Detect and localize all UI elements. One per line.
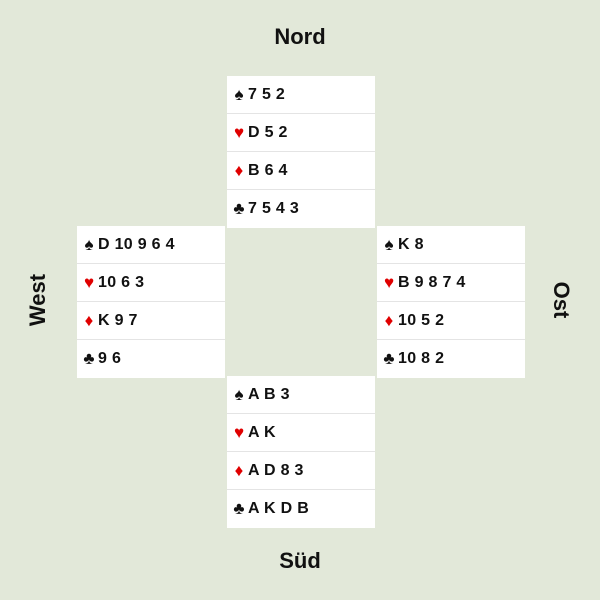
diamond-icon: ♦: [234, 160, 244, 180]
north-hearts-cards: D 5 2: [248, 123, 288, 141]
east-spades-row: ♠ K 8: [377, 226, 525, 264]
east-hearts-row: ♥ B 9 8 7 4: [377, 264, 525, 302]
diamond-icon: ♦: [84, 310, 94, 330]
north-diamonds-row: ♦ B 6 4: [227, 152, 375, 190]
north-hearts-row: ♥ D 5 2: [227, 114, 375, 152]
north-clubs-row: ♣ 7 5 4 3: [227, 190, 375, 228]
south-hand: ♠ A B 3 ♥ A K ♦ A D 8 3 ♣ A K D B: [227, 376, 375, 528]
west-label: West: [25, 273, 50, 327]
west-hearts-cards: 10 6 3: [98, 273, 145, 291]
east-clubs-row: ♣ 10 8 2: [377, 340, 525, 378]
club-icon: ♣: [233, 199, 245, 218]
east-diamonds-row: ♦ 10 5 2: [377, 302, 525, 340]
north-spades-cards: 7 5 2: [248, 85, 286, 103]
south-spades-cards: A B 3: [248, 385, 290, 403]
heart-icon: ♥: [383, 272, 395, 292]
club-icon: ♣: [83, 349, 95, 368]
club-icon: ♣: [233, 499, 245, 518]
north-clubs-cards: 7 5 4 3: [248, 200, 300, 217]
heart-icon: ♥: [233, 422, 245, 442]
heart-icon: ♥: [233, 122, 245, 142]
east-hearts-cards: B 9 8 7 4: [398, 273, 466, 291]
south-clubs-row: ♣ A K D B: [227, 490, 375, 528]
south-diamonds-cards: A D 8 3: [248, 461, 304, 479]
east-diamonds-cards: 10 5 2: [398, 311, 445, 329]
west-spades-cards: D 10 9 6 4: [98, 235, 175, 253]
north-spades-row: ♠ 7 5 2: [227, 76, 375, 114]
south-hearts-cards: A K: [248, 423, 276, 441]
east-hand: ♠ K 8 ♥ B 9 8 7 4 ♦ 10 5 2 ♣ 10 8 2: [377, 226, 525, 378]
west-hand: ♠ D 10 9 6 4 ♥ 10 6 3 ♦ K 9 7 ♣ 9 6: [77, 226, 225, 378]
west-spades-row: ♠ D 10 9 6 4: [77, 226, 225, 264]
west-diamonds-row: ♦ K 9 7: [77, 302, 225, 340]
spade-icon: ♠: [84, 234, 94, 254]
south-hearts-row: ♥ A K: [227, 414, 375, 452]
diamond-icon: ♦: [384, 310, 394, 330]
spade-icon: ♠: [384, 234, 394, 254]
club-icon: ♣: [383, 349, 395, 368]
north-hand: ♠ 7 5 2 ♥ D 5 2 ♦ B 6 4 ♣ 7 5 4 3: [227, 76, 375, 228]
south-diamonds-row: ♦ A D 8 3: [227, 452, 375, 490]
west-clubs-cards: 9 6: [98, 350, 122, 367]
east-label: Ost: [549, 281, 574, 319]
north-label: Nord: [274, 24, 326, 49]
south-clubs-cards: A K D B: [248, 500, 310, 517]
west-diamonds-cards: K 9 7: [98, 311, 138, 329]
east-clubs-cards: 10 8 2: [398, 350, 445, 367]
heart-icon: ♥: [83, 272, 95, 292]
south-label: Süd: [279, 548, 321, 573]
south-spades-row: ♠ A B 3: [227, 376, 375, 414]
north-diamonds-cards: B 6 4: [248, 161, 288, 179]
east-spades-cards: K 8: [398, 235, 424, 253]
diamond-icon: ♦: [234, 460, 244, 480]
spade-icon: ♠: [234, 384, 244, 404]
west-hearts-row: ♥ 10 6 3: [77, 264, 225, 302]
west-clubs-row: ♣ 9 6: [77, 340, 225, 378]
spade-icon: ♠: [234, 84, 244, 104]
